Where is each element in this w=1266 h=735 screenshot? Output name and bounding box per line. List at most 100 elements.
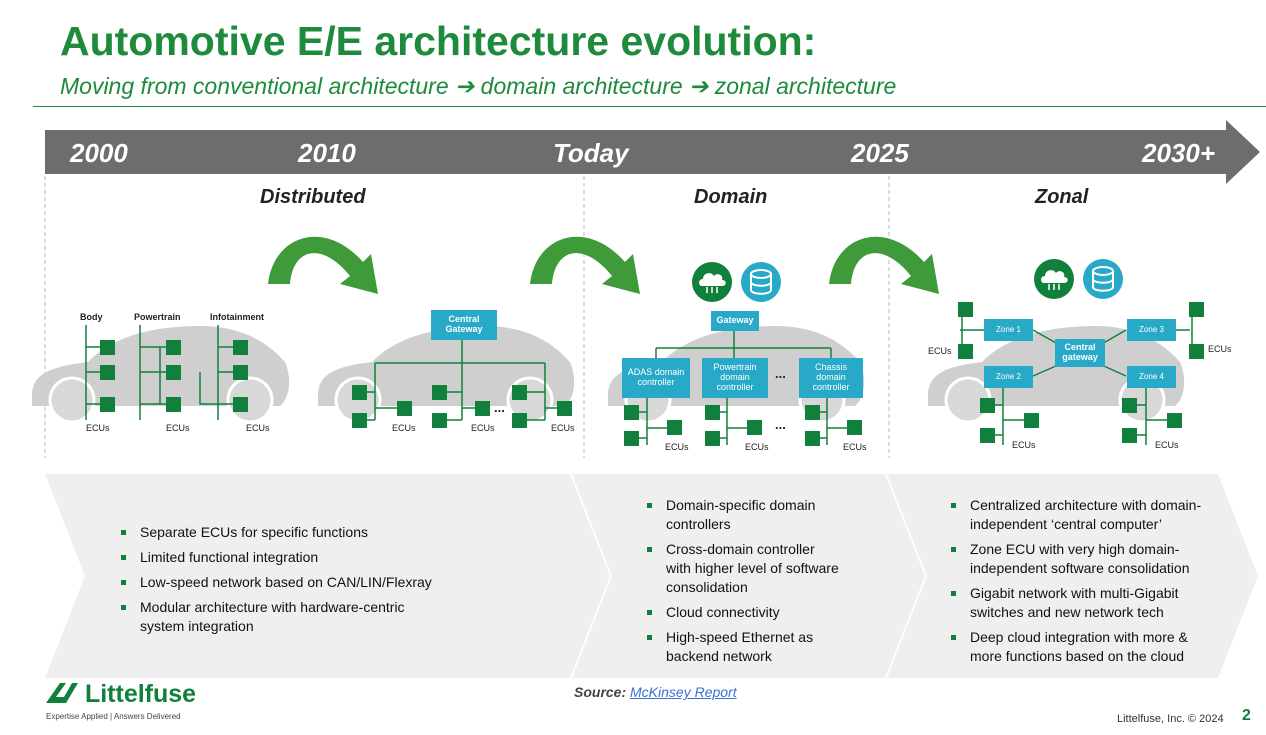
distributed-points: Separate ECUs for specific functions Lim… bbox=[120, 523, 450, 642]
list-item: Modular architecture with hardware-centr… bbox=[120, 598, 450, 636]
ecu-block bbox=[1024, 413, 1039, 428]
label-body: Body bbox=[80, 312, 103, 322]
label-ecus: ECUs bbox=[86, 423, 110, 433]
ecu-block bbox=[805, 431, 820, 446]
copyright: Littelfuse, Inc. © 2024 bbox=[1117, 713, 1224, 725]
wiring bbox=[85, 309, 1196, 445]
database-icon bbox=[741, 262, 781, 302]
logo-text: Littelfuse bbox=[84, 680, 197, 708]
timeline-year-2010: 2010 bbox=[298, 138, 356, 168]
ecu-block bbox=[847, 420, 862, 435]
list-item: Zone ECU with very high domain-independe… bbox=[950, 540, 1220, 578]
ecu-block bbox=[352, 413, 367, 428]
ecu-block bbox=[1189, 344, 1204, 359]
ecu-block bbox=[958, 344, 973, 359]
timeline-year-2000: 2000 bbox=[70, 138, 128, 168]
ellipsis: ... bbox=[494, 400, 505, 415]
label-ecus: ECUs bbox=[551, 423, 575, 433]
list-item: Limited functional integration bbox=[120, 548, 450, 567]
ecu-block bbox=[1189, 302, 1204, 317]
list-item: Gigabit network with multi-Gigabit switc… bbox=[950, 584, 1220, 622]
ecu-block bbox=[980, 398, 995, 413]
list-item: Cross-domain controller with higher leve… bbox=[646, 540, 841, 597]
gateway-box: Gateway bbox=[711, 311, 759, 331]
page-subtitle: Moving from conventional architecture ➔ … bbox=[60, 73, 897, 99]
chevron-domain bbox=[572, 474, 925, 678]
ecu-block bbox=[100, 340, 115, 355]
ecu-block bbox=[233, 340, 248, 355]
zone-1-box: Zone 1 bbox=[984, 319, 1033, 341]
list-item: Domain-specific domain controllers bbox=[646, 496, 841, 534]
era-domain: Domain bbox=[694, 186, 768, 208]
ecu-block bbox=[557, 401, 572, 416]
label-ecus: ECUs bbox=[665, 442, 689, 452]
ecu-block bbox=[958, 302, 973, 317]
zonal-points: Centralized architecture with domain-ind… bbox=[950, 496, 1220, 672]
car-silhouette bbox=[318, 326, 575, 424]
ecu-block bbox=[100, 397, 115, 412]
label-ecus: ECUs bbox=[166, 423, 190, 433]
domain-points: Domain-specific domain controllers Cross… bbox=[646, 496, 841, 672]
label-ecus: ECUs bbox=[928, 346, 952, 356]
list-item: Low-speed network based on CAN/LIN/Flexr… bbox=[120, 573, 450, 592]
logo-mark-icon bbox=[46, 683, 78, 703]
ecu-block bbox=[432, 385, 447, 400]
ecu-block bbox=[100, 365, 115, 380]
era-zonal: Zonal bbox=[1035, 186, 1089, 208]
chevron-distributed bbox=[45, 474, 610, 678]
label-ecus: ECUs bbox=[246, 423, 270, 433]
ecu-block bbox=[1122, 428, 1137, 443]
curved-arrow-icon bbox=[829, 236, 939, 294]
source-prefix: Source: bbox=[574, 684, 627, 700]
adas-controller-box: ADAS domain controller bbox=[622, 358, 690, 398]
ecu-block bbox=[1167, 413, 1182, 428]
cloud-icon bbox=[1034, 259, 1074, 299]
ecu-block bbox=[980, 428, 995, 443]
ecu-block bbox=[166, 365, 181, 380]
source-link[interactable]: McKinsey Report bbox=[630, 684, 737, 700]
database-icon bbox=[1083, 259, 1123, 299]
ellipsis: ... bbox=[775, 366, 786, 381]
page-title: Automotive E/E architecture evolution: bbox=[60, 18, 817, 64]
ecu-block bbox=[512, 413, 527, 428]
ecu-block bbox=[397, 401, 412, 416]
zone-2-box: Zone 2 bbox=[984, 366, 1033, 388]
ecu-block bbox=[352, 385, 367, 400]
ecu-block bbox=[233, 365, 248, 380]
ecu-block bbox=[1122, 398, 1137, 413]
ecu-block bbox=[667, 420, 682, 435]
label-ecus: ECUs bbox=[1208, 344, 1232, 354]
curved-arrow-icon bbox=[268, 236, 378, 294]
timeline-year-2025: 2025 bbox=[851, 138, 909, 168]
ellipsis: ... bbox=[775, 417, 786, 432]
central-gateway-box: Central Gateway bbox=[431, 310, 497, 340]
timeline-today: Today bbox=[553, 138, 629, 168]
title-divider bbox=[33, 106, 1266, 107]
list-item: Cloud connectivity bbox=[646, 603, 841, 622]
label-ecus: ECUs bbox=[1155, 440, 1179, 450]
label-ecus: ECUs bbox=[1012, 440, 1036, 450]
ecu-block bbox=[624, 405, 639, 420]
ecu-block bbox=[747, 420, 762, 435]
era-distributed: Distributed bbox=[260, 186, 366, 208]
ecu-block bbox=[166, 340, 181, 355]
tagline: Expertise Applied | Answers Delivered bbox=[46, 712, 181, 721]
label-ecus: ECUs bbox=[392, 423, 416, 433]
timeline-arrow bbox=[45, 120, 1260, 184]
central-gateway-box: Central gateway bbox=[1055, 339, 1105, 367]
powertrain-controller-box: Powertrain domain controller bbox=[702, 358, 768, 398]
timeline-year-2030: 2030+ bbox=[1142, 138, 1216, 168]
company-logo: Littelfuse bbox=[46, 680, 196, 709]
zone-3-box: Zone 3 bbox=[1127, 319, 1176, 341]
ecu-block bbox=[512, 385, 527, 400]
ecu-block bbox=[475, 401, 490, 416]
label-infotainment: Infotainment bbox=[210, 312, 264, 322]
label-ecus: ECUs bbox=[745, 442, 769, 452]
ecu-block bbox=[432, 413, 447, 428]
chassis-controller-box: Chassis domain controller bbox=[799, 358, 863, 398]
ecu-block bbox=[705, 431, 720, 446]
source-citation: Source: McKinsey Report bbox=[574, 684, 737, 700]
list-item: Deep cloud integration with more & more … bbox=[950, 628, 1220, 666]
list-item: Centralized architecture with domain-ind… bbox=[950, 496, 1220, 534]
label-ecus: ECUs bbox=[471, 423, 495, 433]
